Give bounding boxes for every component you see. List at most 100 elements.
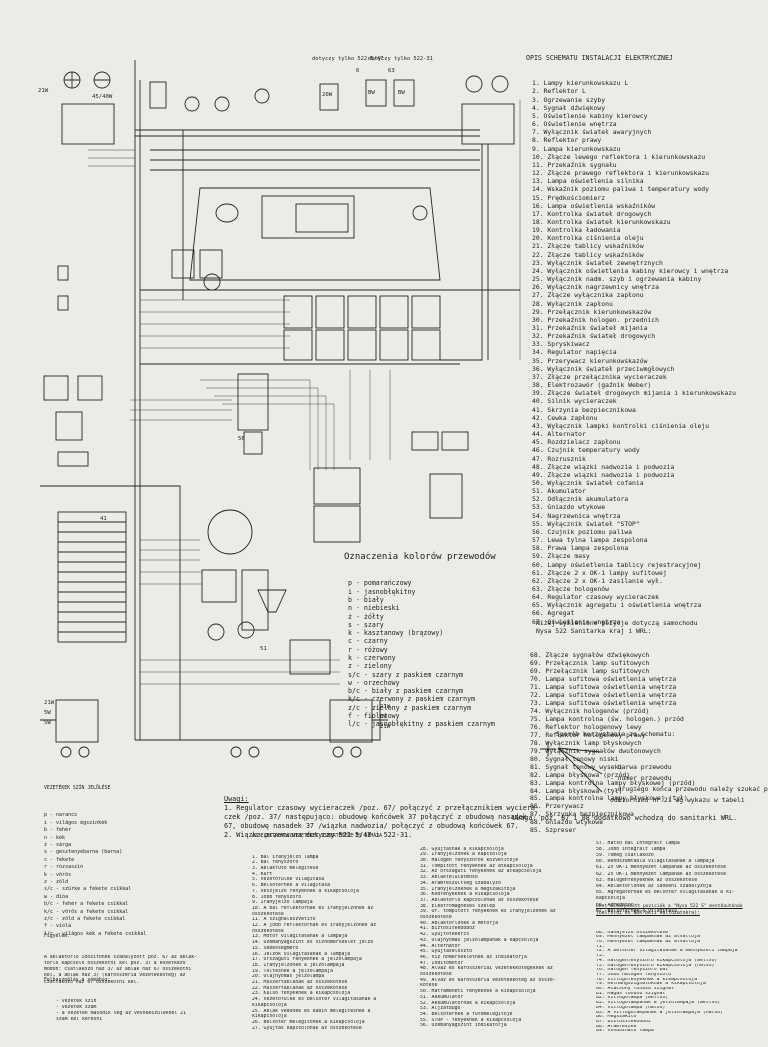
svg-text:6: 6	[356, 68, 359, 74]
pl-list-item: 62. Złącze 2 x OK-1 zasilanie wył.	[532, 576, 663, 585]
hu-list-item: 43. Olajnyomás jelzőlámpának a kapcsolój…	[420, 937, 539, 943]
hu-color-legend-item: i - világos égszínkék	[44, 819, 108, 826]
hu-list-item: kötése	[420, 983, 438, 989]
color-legend-item: z - zielony	[348, 662, 392, 671]
pl-sanitary-list-item: 80. Sygnał tonowy niski	[530, 755, 619, 763]
hu-list-item: 44. Alternátor	[420, 943, 461, 949]
pl-list-item: 7. Wyłącznik świateł awaryjnych	[532, 128, 652, 137]
hu-list-item: 83. Villogólámpának a jelzőlámpája (mell…	[596, 1001, 721, 1006]
pl-list-item: 21. Złącze tablicy wskaźników	[532, 242, 644, 251]
hu-list-item: 80. Alacsony tónusú szignál	[596, 987, 674, 992]
note-line: 1. Regulator czasowy wycieraczek /poz. 6…	[224, 804, 540, 812]
pl-list-item: 48. Złącze wiązki nadwozia i podwozia	[532, 462, 675, 471]
pl-list-item: 14. Wskaźnik poziomu paliwa i temperatur…	[532, 185, 709, 194]
hu-list-item: összekötése	[420, 915, 452, 921]
hu-notes-title: Figyelem:	[44, 934, 70, 939]
pl-list-item: 47. Rozrusznik	[532, 454, 586, 463]
hu-list-item: 9. Irányjelző lámpája	[252, 900, 313, 906]
hu-list-item: 4. Kürt	[252, 871, 273, 877]
hu-list-item: 34. Áramfeszültség szabályzó	[420, 880, 501, 886]
pl-subtitle-1: Niżej wymienione pozycje dotyczą samocho…	[536, 619, 698, 627]
pl-sanitary-list-item: 69. Przełącznik lamp sufitowych	[530, 668, 650, 676]
color-legend-item: l/c - jasnobłękitny z paskiem czarnym	[348, 720, 495, 729]
hu-list-item: 81. Magas tónusú szignál	[596, 991, 666, 996]
pl-list-item: 45. Rozdzielacz zapłonu	[532, 438, 621, 447]
color-legend-item: r - różowy	[348, 645, 388, 654]
usage-list-item: - numer przewodu	[610, 774, 672, 783]
color-legend-item: b - biały	[348, 595, 384, 604]
svg-text:51: 51	[260, 646, 267, 652]
pl-sanitary-list-item: 75. Lampa kontrolna (św. hologen.) przód	[530, 715, 684, 723]
hu-list-item: 58. Jobb integrált lámpa	[596, 846, 666, 852]
svg-text:BW: BW	[368, 90, 375, 96]
svg-text:63: 63	[388, 68, 395, 74]
pl-list-item: 20. Kontrolka ciśnienia oleju	[532, 234, 644, 243]
pl-list-item: 44. Alternator	[532, 430, 586, 439]
hu-list-item: 12. A jobb reflektornak és irányjelzőnek…	[252, 923, 377, 929]
hu-notes-list: A ablaktörlő időzítőnek szabályzott poz.…	[44, 942, 197, 999]
pl-sanitary-list-item: 69. Przełącznik lamp sufitowych	[530, 660, 650, 668]
hu-list-item: kapcsolója	[596, 896, 625, 902]
hu-usage-title: Felhasználás a sémához:	[44, 978, 111, 983]
hu-list-item: 13. Motor világításának a lámpája	[252, 934, 348, 940]
color-legend-item: b/c - biały z paskiem czarnym	[348, 687, 464, 696]
pl-list-item: 19. Kontrolka ładowania	[532, 226, 621, 235]
pl-list-item: 32. Przekaźnik świateł drogowych	[532, 332, 656, 341]
hu-list-item: 76. Halogén fényszóró bal	[596, 968, 669, 973]
pl-sanitary-list-item: 83. Lampa kontrolna lampy błyskowej (prz…	[530, 779, 696, 787]
hu-list-item: 55. STOP - fényeknek a kikapcsolója	[420, 1017, 522, 1023]
hu-note-line: A ablaktörlő időzítőnek szabályzott poz.…	[44, 954, 198, 960]
hu-list-item: 23. Külső fényeknek a kikapcsolója	[252, 991, 351, 997]
hu-list-item: 39. Or. tompított fényeknek és irányjelz…	[420, 909, 556, 915]
pl-list-item: 30. Przekaźnik hologen. przednich	[532, 315, 659, 324]
front-lamps-group	[61, 71, 415, 145]
hu-list-item: 19. Töltésnek a jelzőlámpája	[252, 968, 333, 974]
pl-sanitary-list-item: 77. Reflektor hologenowy prawy	[530, 731, 646, 739]
pl-list-item: 28. Wyłącznik zapłonu	[532, 299, 613, 308]
hu-list-item: 77. Jobb halogén fényszóró	[596, 972, 672, 977]
hu-list-item: 69. Mennyezet lámpáknak az átváltója	[596, 935, 700, 940]
color-legend-item: k/c - czerwony z paskiem czarnym	[348, 695, 476, 704]
hu-colors-title: VEZETÉKEK SZÍN JELÖLÉSE	[44, 786, 111, 791]
hu-list-item: 53. Aljzatdugó	[420, 1006, 461, 1012]
pl-list-item: 43. Wyłącznik lampki kontrolki ciśnienia…	[532, 421, 709, 430]
pl-list-item: 24. Wyłącznik oświetlenia kabiny kierowc…	[532, 266, 729, 275]
hu-usage-item: szám kel keresni	[56, 1017, 103, 1023]
hu-nysa-subtitle: (belföldi és NDK-beli változatokra):	[596, 911, 700, 916]
hu-color-legend-item: p - narancs	[44, 812, 78, 819]
pl-list-item: 15. Prędkościomierz	[532, 193, 606, 202]
note-line: 2. Wiązka przerwana dotyczy 522-5/47 i 5…	[224, 831, 413, 839]
hu-list-item: 74. Halogénfényszóró kikapcsolója (mells…	[596, 958, 718, 963]
hu-list-item: 49. Alváz és karosszéria vezetékköteg az…	[420, 977, 556, 983]
hu-list-item: 52. Akkumulátornak a kikapcsolója	[420, 1000, 516, 1006]
hu-list-item: 46. Víz hőmérsékletnek az indikátorja	[420, 954, 527, 960]
hu-list-item: 48. Alváz és karosszériái vezetékkötegek…	[420, 966, 553, 972]
hu-list-item: 7. Vészjelző fényeknek a kikapcsolója	[252, 888, 359, 894]
hu-list-item: 62. 2x OK-1 mennyezet lámpának az összek…	[596, 871, 726, 877]
pl-list-item: 4. Sygnał dźwiękowy	[532, 103, 606, 112]
pl-list-item: 17. Kontrolka świateł drogowych	[532, 209, 652, 218]
hu-list-item: 68. Hanajelző összekötése	[596, 930, 669, 935]
pl-sanitary-list-item: 76. Reflektor hologenowy lewy	[530, 723, 642, 731]
hu-color-legend-item: k/c - vörös a fekete csíkkal	[44, 908, 129, 915]
pl-list-item: 63. Złącze hologenów	[532, 585, 609, 593]
pl-list-item: 36. Wyłącznik świateł przeciwmgłowych	[532, 364, 675, 373]
pl-list-item: 56. Czujnik poziomu paliwa	[532, 527, 633, 536]
pl-list-item: 67. Oświetlenie wnętrza	[532, 617, 621, 626]
hu-list-item: 14. Üzemanyagszint és vízhőmérséklet jel…	[252, 940, 374, 946]
usage-list-item: - drugiego końca przewodu należy szukać …	[610, 785, 768, 794]
hu-color-legend-item: s - gesztenyebarna (barna)	[44, 849, 123, 856]
pl-list-item: 25. Wyłącznik nadm. szyb i ogrzewania ka…	[532, 275, 702, 284]
pl-list-item: 54. Nagrzewnica wnętrza	[532, 511, 621, 520]
hu-list-item: 2. Bal fényszóró	[252, 860, 299, 866]
pl-sanitary-list-item: 71. Lampa sufitowa oświetlenia wnętrza	[530, 684, 677, 692]
pl-sanitary-list-item: 72. Lampa sufitowa oświetlenia wnętrza	[530, 692, 677, 700]
pl-list-item: 3. Ogrzewanie szyby	[532, 95, 606, 104]
hu-list-item: 10. A bal reflektornak és irányjelzőnek …	[252, 905, 374, 911]
